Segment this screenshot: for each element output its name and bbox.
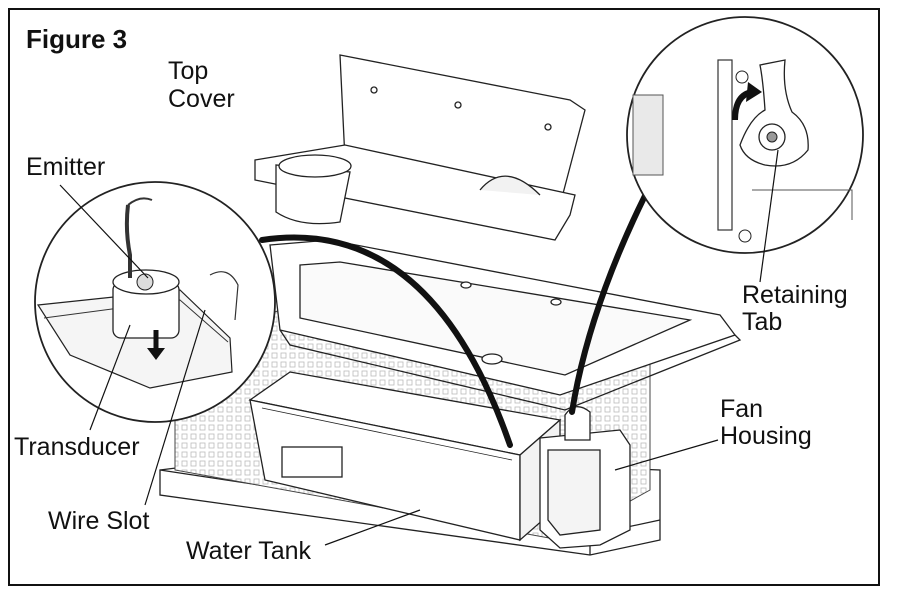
- label-retaining-tab-line2: Tab: [742, 308, 783, 336]
- leader-lines: [59, 149, 779, 546]
- label-wire-slot: Wire Slot: [48, 507, 150, 535]
- callout-arcs: [259, 167, 661, 448]
- label-water-tank: Water Tank: [186, 537, 312, 565]
- label-top-cover-line1: Top: [168, 57, 209, 85]
- label-fan-housing-line2: Housing: [720, 422, 812, 450]
- label-fan-housing-line1: Fan: [720, 395, 764, 423]
- figure-title: Figure 3: [26, 24, 128, 54]
- label-retaining-tab-line1: Retaining: [742, 281, 848, 309]
- emitter-detail-circle: [34, 181, 276, 423]
- top-cover-shape: [254, 54, 586, 241]
- retaining-tab-detail-circle: [626, 16, 864, 254]
- label-emitter: Emitter: [26, 153, 106, 181]
- label-transducer: Transducer: [14, 433, 140, 461]
- label-top-cover-line2: Cover: [168, 85, 235, 113]
- fan-housing-shape: [539, 406, 631, 549]
